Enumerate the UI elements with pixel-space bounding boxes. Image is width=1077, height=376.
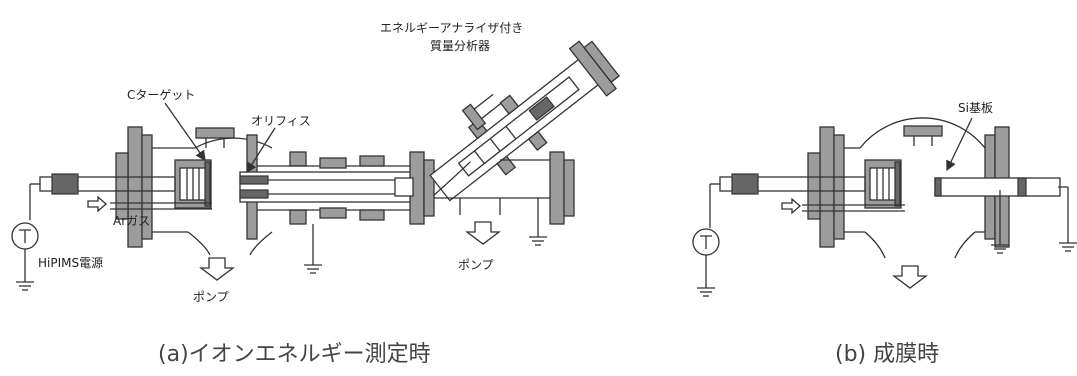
pump-arrow — [465, 221, 501, 245]
power-supply-symbol — [11, 184, 39, 291]
target-assembly — [719, 159, 902, 209]
orifice-tube — [239, 151, 435, 225]
label-target: Cターゲット — [127, 88, 195, 102]
label-pump-left: ポンプ — [193, 290, 229, 304]
label-orifice: オリフィス — [251, 114, 311, 128]
label-gas: Arガス — [113, 214, 150, 228]
label-analyzer-line1: エネルギーアナライザ付き — [380, 21, 523, 35]
ground-symbol — [1058, 186, 1077, 252]
pump-arrow — [199, 257, 235, 281]
pump-port-a — [434, 151, 575, 225]
gas-inlet — [781, 197, 905, 215]
mass-analyzer — [429, 40, 620, 202]
ground-symbol — [529, 198, 547, 246]
caption-a: (a)イオンエネルギー測定時 — [158, 342, 431, 367]
label-pump-right: ポンプ — [458, 258, 494, 272]
ground-symbol — [304, 224, 322, 274]
gas-arrow — [87, 195, 107, 213]
gas-arrow — [781, 197, 801, 215]
power-supply-symbol — [692, 183, 720, 297]
caption-b: (b) 成膜時 — [835, 342, 939, 367]
substrate-holder — [934, 177, 1061, 254]
label-power: HiPIMS電源 — [38, 256, 103, 270]
diagram-b: Si基板 (b) 成膜時 — [692, 101, 1077, 367]
gas-inlet — [87, 195, 212, 213]
label-analyzer-line2: 質量分析器 — [430, 38, 490, 53]
target-assembly — [30, 159, 212, 209]
side-port — [461, 93, 501, 131]
diagram-a: Cターゲット オリフィス エネルギーアナライザ付き 質量分析器 Arガス HiP… — [11, 21, 620, 367]
pump-arrow — [892, 265, 928, 289]
label-substrate: Si基板 — [958, 101, 993, 115]
